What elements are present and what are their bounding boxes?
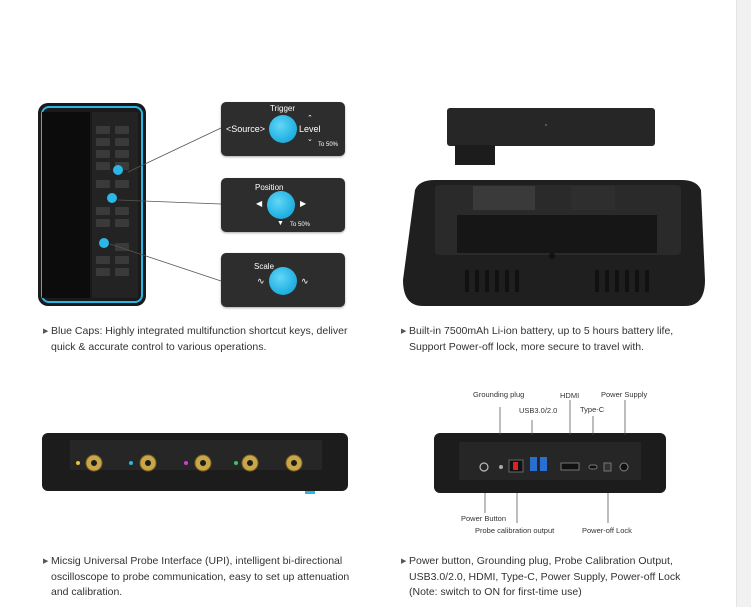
page-scrollbar[interactable] [736,0,751,607]
upi-caption: ▶ Micsig Universal Probe Interface (UPI)… [43,555,350,598]
power-off-lock-label: Power-off Lock [582,526,632,535]
position-title: Position [255,183,284,192]
bullet-icon: ▶ [401,328,407,335]
arrow-right-icon: ▶ [300,199,307,208]
usb-label: USB3.0/2.0 [519,406,558,415]
power-button-label: Power Button [461,514,507,523]
hdmi-label: HDMI [560,391,580,400]
arrow-down-icon: ▼ [277,220,284,227]
trigger-level-label: Level [299,124,321,134]
grounding-plug-label: Grounding plug [473,390,525,399]
battery-image [403,108,705,306]
type-c-label: Type-C [580,405,605,414]
blue-caps-caption: ▶ Blue Caps: Highly integrated multifunc… [43,325,348,353]
position-to50-label: To 50% [290,222,311,228]
trigger-title: Trigger [270,104,296,113]
wave-left-icon: ∿ [257,276,265,286]
probe-interface-image [42,433,348,494]
probe-cal-label: Probe calibration output [475,526,555,535]
trigger-callout: Trigger <Source> ⌃ Level ⌄ To 50% [221,102,345,156]
oscilloscope-front-image [38,103,222,306]
scale-title: Scale [254,262,275,271]
ports-caption: ▶ Power button, Grounding plug, Probe Ca… [401,555,681,598]
chevron-up-icon: ⌃ [307,115,313,122]
power-supply-label: Power Supply [601,390,648,399]
battery-caption: ▶ Built-in 7500mAh Li-ion battery, up to… [401,325,674,353]
side-ports-image [434,400,666,523]
scale-callout: Scale ∿ ∿ [221,253,345,307]
bullet-icon: ▶ [43,328,49,335]
bullet-icon: ▶ [401,558,407,565]
position-knob [267,191,295,219]
arrow-left-icon: ◀ [256,199,263,208]
battery-panel: ▶ Built-in 7500mAh Li-ion battery, up to… [375,0,737,360]
trigger-to50-label: To 50% [318,142,339,148]
chevron-down-icon: ⌄ [307,136,313,143]
position-callout: Position ◀ ▶ ▼ To 50% [221,178,345,232]
upi-panel: ▶ Micsig Universal Probe Interface (UPI)… [0,360,375,607]
scale-knob [269,267,297,295]
trigger-source-label: <Source> [226,124,266,134]
blue-caps-panel: Trigger <Source> ⌃ Level ⌄ To 50% Positi… [0,0,375,360]
wave-right-icon: ∿ [301,276,309,286]
bullet-icon: ▶ [43,558,49,565]
ports-panel: Grounding plug HDMI Power Supply USB3.0/… [375,360,737,607]
trigger-knob [269,115,297,143]
